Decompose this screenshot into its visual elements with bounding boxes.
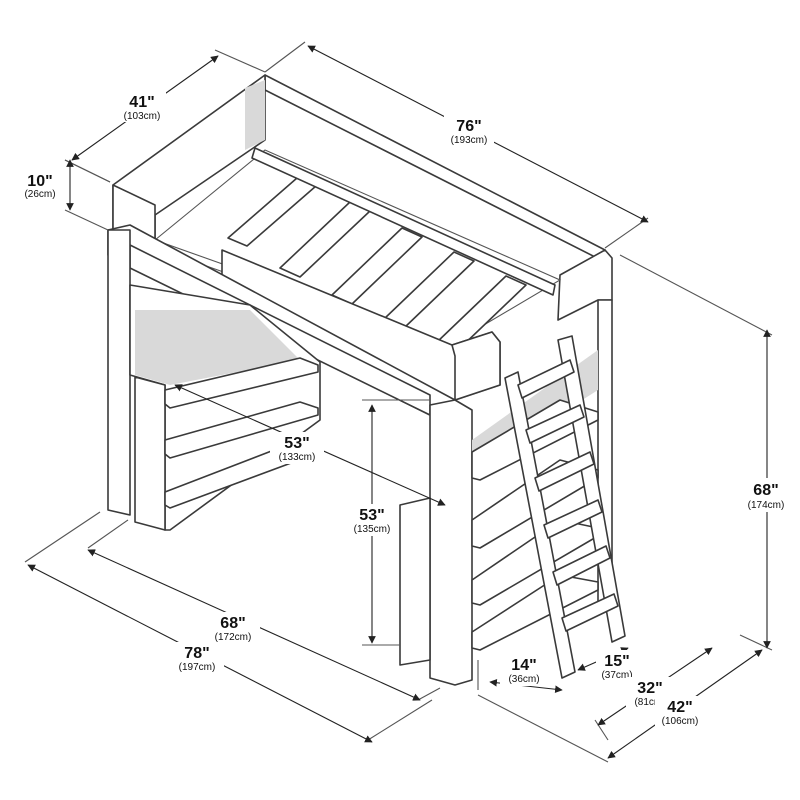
svg-text:14": 14" — [511, 657, 536, 674]
svg-text:(135cm): (135cm) — [354, 524, 391, 535]
label-total-height: 68" (174cm) — [740, 478, 794, 512]
svg-text:53": 53" — [359, 507, 384, 524]
label-desk-width: 53" (133cm) — [270, 432, 324, 464]
label-inner-length: 68" (172cm) — [206, 612, 260, 644]
svg-text:(133cm): (133cm) — [279, 452, 316, 463]
svg-text:53": 53" — [284, 435, 309, 452]
svg-text:(172cm): (172cm) — [215, 632, 252, 643]
left-shelf-shade — [135, 310, 300, 385]
svg-text:42": 42" — [667, 699, 692, 716]
svg-text:(193cm): (193cm) — [451, 135, 488, 146]
svg-text:15": 15" — [604, 653, 629, 670]
label-head-depth: 41" (103cm) — [118, 90, 166, 122]
svg-text:41": 41" — [129, 94, 154, 111]
left-shelf-side — [134, 376, 166, 531]
dimension-labels: 41" (103cm) 76" (193cm) 10" (26cm) 68" (… — [18, 90, 794, 728]
label-ladder-width: 15" (37cm) — [596, 650, 642, 682]
ladder — [504, 335, 626, 679]
svg-text:(174cm): (174cm) — [748, 500, 785, 511]
svg-text:(197cm): (197cm) — [179, 662, 216, 673]
svg-text:10": 10" — [27, 173, 52, 190]
right-front-leg — [429, 399, 473, 686]
front-guard-end — [451, 331, 501, 401]
label-clearance: 53" (135cm) — [345, 504, 399, 536]
svg-text:76": 76" — [456, 118, 481, 135]
svg-text:(81cm): (81cm) — [634, 697, 665, 708]
left-front-leg — [107, 229, 131, 516]
svg-text:(103cm): (103cm) — [124, 111, 161, 122]
svg-text:32": 32" — [637, 680, 662, 697]
svg-text:(37cm): (37cm) — [601, 670, 632, 681]
label-length-top: 76" (193cm) — [444, 114, 494, 146]
svg-text:78": 78" — [184, 645, 209, 662]
headboard-shade — [245, 80, 265, 150]
svg-text:(106cm): (106cm) — [662, 716, 699, 727]
svg-text:(26cm): (26cm) — [24, 189, 55, 200]
label-total-length: 78" (197cm) — [170, 642, 224, 674]
label-total-width: 42" (106cm) — [655, 696, 707, 728]
svg-text:68": 68" — [753, 482, 778, 499]
svg-text:68": 68" — [220, 615, 245, 632]
label-ladder-gap: 14" (36cm) — [500, 654, 548, 686]
desk-box — [399, 497, 431, 666]
label-rail-height: 10" (26cm) — [18, 170, 62, 200]
svg-text:(36cm): (36cm) — [508, 674, 539, 685]
